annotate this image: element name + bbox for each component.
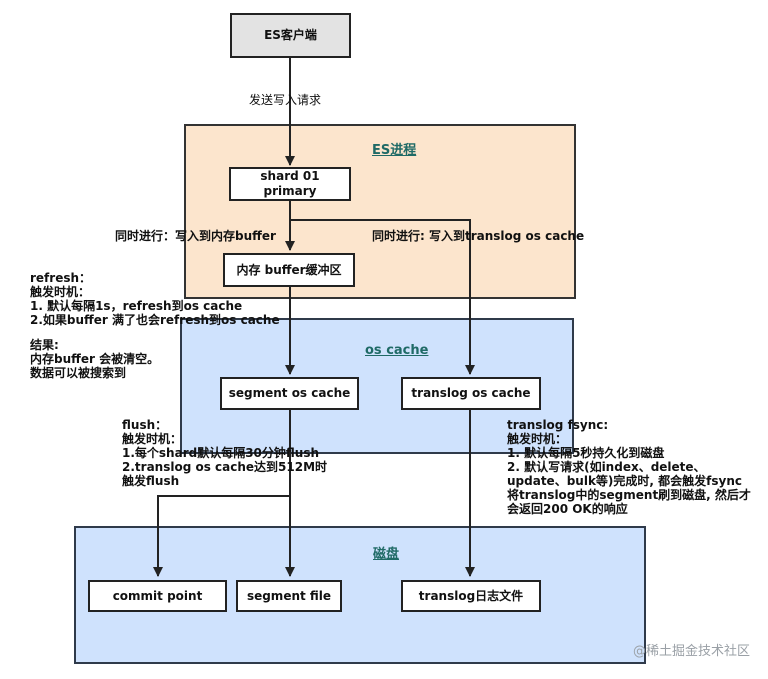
watermark: @稀土掘金技术社区 xyxy=(632,644,750,659)
translog-file-label: translog日志文件 xyxy=(418,588,524,603)
segment-os-cache-box: segment os cache xyxy=(220,377,359,410)
fsync-note-line: 会返回200 OK的响应 xyxy=(507,502,628,516)
translog-os-cache-box: translog os cache xyxy=(401,377,541,410)
shard-label: shard 01 xyxy=(260,169,320,183)
segment-file-box: segment file xyxy=(236,580,342,612)
memory-buffer-label: 内存 buffer缓冲区 xyxy=(236,262,342,277)
flush-note-line: flush： xyxy=(122,418,168,432)
refresh-note-line: 内存buffer 会被清空。 xyxy=(30,352,160,366)
fsync-note-line: 触发时机： xyxy=(507,432,568,446)
es-client-box: ES客户端 xyxy=(230,13,351,58)
disk-title: 磁盘 xyxy=(373,547,400,562)
flush-note-line: 触发时机： xyxy=(122,432,183,446)
send-write-request-label: 发送写入请求 xyxy=(249,93,322,107)
es-process-title: ES进程 xyxy=(372,143,417,158)
commit-point-label: commit point xyxy=(112,588,203,603)
flush-note-line: 触发flush xyxy=(122,474,180,488)
flush-note-line: 1.每个shard默认每隔30分钟flush xyxy=(122,446,320,460)
refresh-note: refresh： 触发时机： 1. 默认每隔1s，refresh到os cach… xyxy=(30,271,280,380)
refresh-note-line: 2.如果buffer 满了也会refresh到os cache xyxy=(30,313,280,327)
refresh-note-line xyxy=(30,327,280,338)
fsync-note-line: translog fsync: xyxy=(507,418,609,432)
refresh-note-line: 1. 默认每隔1s，refresh到os cache xyxy=(30,299,243,313)
shard-primary-box: shard 01 primary xyxy=(229,167,351,201)
refresh-note-line: refresh： xyxy=(30,271,92,285)
refresh-note-line: 触发时机： xyxy=(30,285,91,299)
translog-os-cache-label: translog os cache xyxy=(411,386,531,400)
fsync-note-line: 2. 默认写请求(如index、delete、 xyxy=(507,460,706,474)
fsync-note-line: 将translog中的segment刷到磁盘, 然后才 xyxy=(507,488,751,502)
translog-file-box: translog日志文件 xyxy=(401,580,541,612)
flush-note: flush： 触发时机： 1.每个shard默认每隔30分钟flush 2.tr… xyxy=(122,418,327,488)
commit-point-box: commit point xyxy=(88,580,227,612)
left-branch-label: 同时进行：写入到内存buffer xyxy=(115,229,276,243)
memory-buffer-box: 内存 buffer缓冲区 xyxy=(223,253,355,287)
flush-note-line: 2.translog os cache达到512M时 xyxy=(122,460,328,474)
refresh-note-line: 数据可以被搜索到 xyxy=(30,366,127,380)
refresh-note-line: 结果: xyxy=(30,338,59,352)
fsync-note-line: 1. 默认每隔5秒持久化到磁盘 xyxy=(507,446,665,460)
fsync-note-line: update、bulk等)完成时, 都会触发fsync xyxy=(507,474,742,488)
translog-fsync-note: translog fsync: 触发时机： 1. 默认每隔5秒持久化到磁盘 2.… xyxy=(507,418,751,516)
segment-os-cache-label: segment os cache xyxy=(228,386,351,400)
segment-file-label: segment file xyxy=(246,588,332,603)
right-branch-label: 同时进行: 写入到translog os cache xyxy=(372,229,585,243)
es-client-label: ES客户端 xyxy=(264,28,317,42)
primary-label: primary xyxy=(263,184,317,198)
os-cache-title: os cache xyxy=(365,343,429,358)
